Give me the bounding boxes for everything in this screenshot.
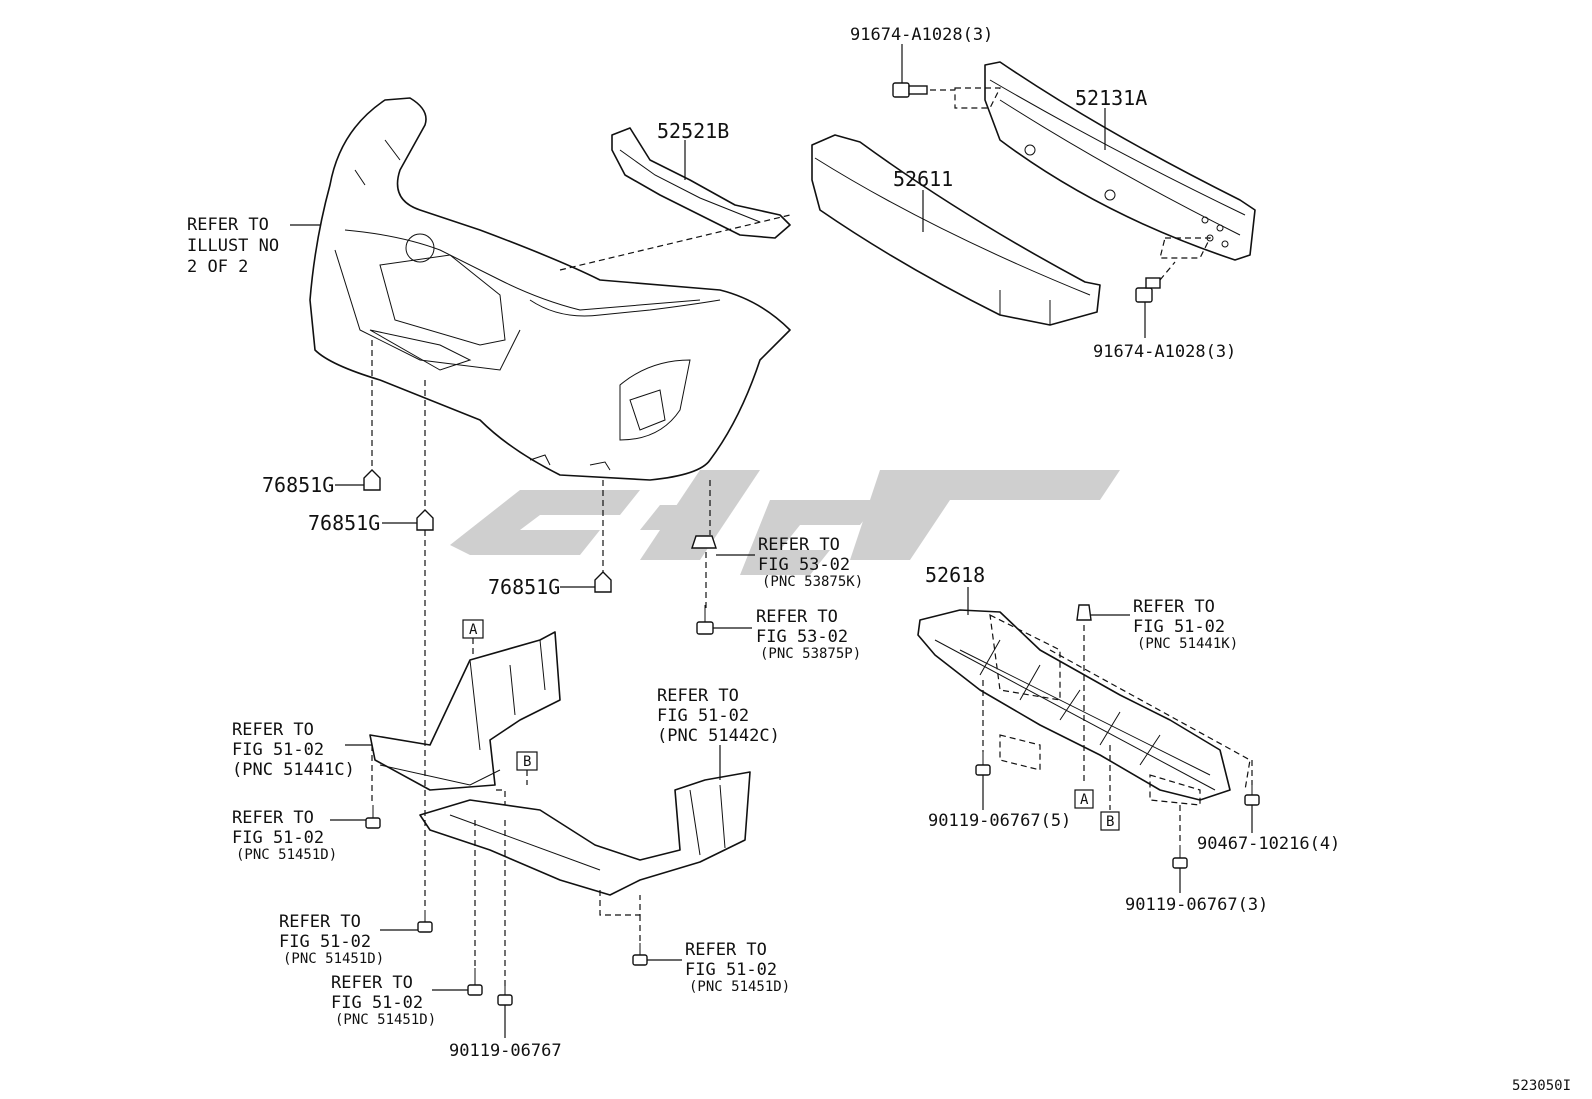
label-91674-top: 91674-A1028(3) <box>850 25 993 45</box>
label-refer-illust-1: REFER TO <box>187 215 269 235</box>
figure-code: 523050I <box>1512 1078 1571 1094</box>
label-box-b2: B <box>1106 814 1114 830</box>
label-ref-53875k-1: REFER TO <box>758 535 840 555</box>
label-ref-51451d-a3: (PNC 51451D) <box>236 847 337 863</box>
energy-absorber-52611 <box>811 134 1101 326</box>
screw-51451d-d-icon <box>632 943 648 966</box>
clip-76851g-2-icon <box>416 509 434 531</box>
label-ref-51442c-3: (PNC 51442C) <box>657 726 780 746</box>
label-ref-53875p-3: (PNC 53875P) <box>760 646 861 662</box>
label-90467: 90467-10216(4) <box>1197 834 1340 854</box>
label-52611: 52611 <box>893 167 953 191</box>
label-ref-51451d-c3: (PNC 51451D) <box>335 1012 436 1028</box>
label-ref-53875p-2: FIG 53-02 <box>756 627 848 647</box>
label-ref-51441k-3: (PNC 51441K) <box>1137 636 1238 652</box>
engine-under-cover-main <box>419 771 751 896</box>
screw-53875p-icon <box>696 605 714 635</box>
screw-51451d-c-icon <box>467 968 483 996</box>
label-52618: 52618 <box>925 563 985 587</box>
label-90119-5: 90119-06767(5) <box>928 811 1071 831</box>
label-90119-single: 90119-06767 <box>449 1041 562 1061</box>
label-ref-51442c-1: REFER TO <box>657 686 739 706</box>
label-ref-51441k-1: REFER TO <box>1133 597 1215 617</box>
label-91674-bottom: 91674-A1028(3) <box>1093 342 1236 362</box>
front-bumper-cover <box>309 97 791 481</box>
label-ref-51451d-d3: (PNC 51451D) <box>689 979 790 995</box>
label-ref-51441c-1: REFER TO <box>232 720 314 740</box>
label-ref-51451d-d2: FIG 51-02 <box>685 960 777 980</box>
label-ref-51451d-b1: REFER TO <box>279 912 361 932</box>
watermark-logo <box>450 470 1120 575</box>
label-ref-51451d-d1: REFER TO <box>685 940 767 960</box>
label-52131a: 52131A <box>1075 86 1147 110</box>
label-ref-51441k-2: FIG 51-02 <box>1133 617 1225 637</box>
screw-90119-5-icon <box>975 752 991 776</box>
reinforcement-52131a <box>984 61 1256 261</box>
ref-box-b2 <box>1100 811 1120 831</box>
clip-53875k-icon <box>691 535 717 549</box>
label-76851g-2: 76851G <box>308 511 380 535</box>
bumper-bracket-52521b <box>611 127 791 239</box>
label-ref-51451d-b2: FIG 51-02 <box>279 932 371 952</box>
bolt-91674-top-icon <box>892 82 928 98</box>
label-ref-51441c-2: FIG 51-02 <box>232 740 324 760</box>
label-ref-53875k-2: FIG 53-02 <box>758 555 850 575</box>
label-ref-51451d-c2: FIG 51-02 <box>331 993 423 1013</box>
label-box-a2: A <box>1080 792 1089 808</box>
label-76851g-1: 76851G <box>262 473 334 497</box>
label-ref-51451d-c1: REFER TO <box>331 973 413 993</box>
label-ref-51442c-2: FIG 51-02 <box>657 706 749 726</box>
under-cover-52618 <box>917 609 1231 801</box>
screw-51451d-b-icon <box>417 910 433 933</box>
label-52521b: 52521B <box>657 119 729 143</box>
label-box-b1: B <box>523 754 531 770</box>
bolt-91674-bottom-icon <box>1135 277 1161 303</box>
clip-76851g-3-icon <box>594 571 612 593</box>
screw-90119-3-icon <box>1172 845 1188 869</box>
engine-under-cover-left <box>369 631 561 791</box>
label-refer-illust-3: 2 OF 2 <box>187 257 248 277</box>
label-box-a1: A <box>469 622 478 638</box>
clip-76851g-1-icon <box>363 469 381 491</box>
screw-90119-single-icon <box>497 982 513 1006</box>
screw-90467-icon <box>1244 785 1260 806</box>
clip-51441k-icon <box>1076 604 1092 621</box>
screw-51451d-a-icon <box>365 805 381 829</box>
label-ref-51451d-a2: FIG 51-02 <box>232 828 324 848</box>
label-90119-3: 90119-06767(3) <box>1125 895 1268 915</box>
label-ref-53875k-3: (PNC 53875K) <box>762 574 863 590</box>
label-ref-51451d-a1: REFER TO <box>232 808 314 828</box>
label-refer-illust-2: ILLUST NO <box>187 236 279 256</box>
label-76851g-3: 76851G <box>488 575 560 599</box>
label-ref-51451d-b3: (PNC 51451D) <box>283 951 384 967</box>
label-ref-51441c-3: (PNC 51441C) <box>232 760 355 780</box>
label-ref-53875p-1: REFER TO <box>756 607 838 627</box>
ref-box-a2 <box>1074 789 1094 809</box>
